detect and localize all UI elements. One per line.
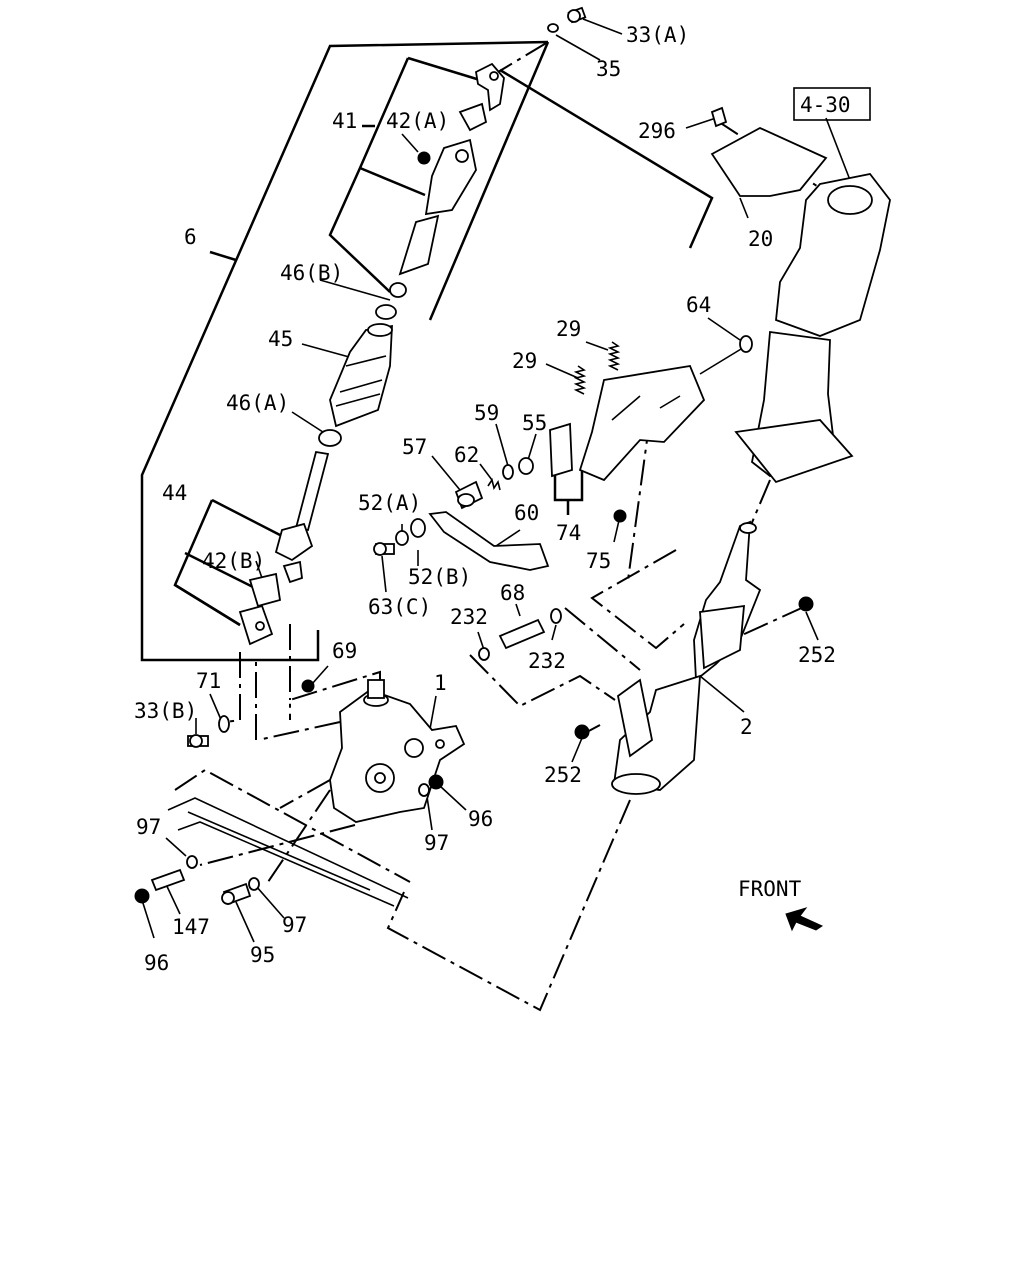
- callout-64[interactable]: 64: [686, 293, 711, 317]
- part-bolt-147[interactable]: [150, 868, 186, 892]
- callout-252-bottom[interactable]: 252: [544, 763, 582, 787]
- callout-96-left[interactable]: 96: [144, 951, 169, 975]
- part-washer-35[interactable]: [547, 23, 559, 33]
- callout-74[interactable]: 74: [556, 521, 581, 545]
- part-bolt-42a[interactable]: [417, 151, 431, 165]
- callout-232-a[interactable]: 232: [450, 605, 488, 629]
- part-bolt-95[interactable]: [221, 882, 252, 906]
- callout-29-left[interactable]: 29: [512, 349, 537, 373]
- part-bolt-296[interactable]: [710, 106, 728, 128]
- callout-labels: 33(A) 35 296 41 42(A) 6 20 46(B) 64 45 2…: [134, 23, 836, 975]
- part-bolt-33b[interactable]: [187, 734, 209, 748]
- part-bolt-75[interactable]: [613, 509, 627, 523]
- part-column-cover[interactable]: [734, 173, 891, 484]
- callout-44[interactable]: 44: [162, 481, 187, 505]
- part-nut-96-right[interactable]: [428, 774, 444, 790]
- callout-52b[interactable]: 52(B): [408, 565, 471, 589]
- part-bolt-63c[interactable]: [373, 542, 395, 556]
- part-steering-gear-1[interactable]: [329, 679, 466, 823]
- front-label: FRONT: [738, 877, 802, 901]
- callout-46a[interactable]: 46(A): [226, 391, 289, 415]
- part-upper-shaft-41[interactable]: [398, 138, 477, 276]
- callout-20[interactable]: 20: [748, 227, 773, 251]
- callout-6[interactable]: 6: [184, 225, 197, 249]
- callout-75[interactable]: 75: [586, 549, 611, 573]
- callout-33b[interactable]: 33(B): [134, 699, 197, 723]
- callout-57[interactable]: 57: [402, 435, 427, 459]
- part-lower-shaft-44[interactable]: [274, 450, 330, 562]
- callout-52a[interactable]: 52(A): [358, 491, 421, 515]
- part-clip-71[interactable]: [218, 715, 230, 733]
- callout-96-right[interactable]: 96: [468, 807, 493, 831]
- part-bolt-64[interactable]: [699, 335, 753, 375]
- leader-lines: [140, 40, 821, 1012]
- callout-63c[interactable]: 63(C): [368, 595, 431, 619]
- callout-42a[interactable]: 42(A): [386, 109, 449, 133]
- part-washer-52b[interactable]: [410, 518, 426, 538]
- callout-35[interactable]: 35: [596, 57, 621, 81]
- callout-2[interactable]: 2: [740, 715, 753, 739]
- callout-252-right[interactable]: 252: [798, 643, 836, 667]
- part-bolt-33a[interactable]: [567, 6, 587, 24]
- callout-97-a[interactable]: 97: [136, 815, 161, 839]
- callout-33a[interactable]: 33(A): [626, 23, 689, 47]
- callout-leaders: [141, 18, 851, 943]
- callout-29-top[interactable]: 29: [556, 317, 581, 341]
- callout-71[interactable]: 71: [196, 669, 221, 693]
- callout-42b[interactable]: 42(B): [202, 549, 265, 573]
- callout-147[interactable]: 147: [172, 915, 210, 939]
- part-washer-97-left[interactable]: [186, 855, 198, 869]
- front-indicator: FRONT: [738, 877, 824, 932]
- part-universal-joint-top[interactable]: [458, 62, 505, 132]
- callout-97-c[interactable]: 97: [282, 913, 307, 937]
- part-boot-45[interactable]: [329, 323, 393, 428]
- reference-box[interactable]: 4-30: [793, 87, 871, 121]
- part-tilt-bracket[interactable]: [578, 364, 706, 482]
- callout-69[interactable]: 69: [332, 639, 357, 663]
- part-nut-252-bottom[interactable]: [574, 724, 590, 740]
- callout-296[interactable]: 296: [638, 119, 676, 143]
- callout-55[interactable]: 55: [522, 411, 547, 435]
- part-washer-97-bottom[interactable]: [248, 877, 260, 891]
- callout-68[interactable]: 68: [500, 581, 525, 605]
- part-cover-20[interactable]: [710, 126, 828, 197]
- part-ring-46a[interactable]: [318, 429, 342, 447]
- callout-1[interactable]: 1: [434, 671, 447, 695]
- callout-232-b[interactable]: 232: [528, 649, 566, 673]
- callout-59[interactable]: 59: [474, 401, 499, 425]
- callout-62[interactable]: 62: [454, 443, 479, 467]
- part-spring-29[interactable]: [573, 341, 621, 395]
- part-washer-97-right[interactable]: [418, 783, 430, 797]
- callout-41[interactable]: 41: [332, 109, 357, 133]
- part-ring-46b[interactable]: [375, 282, 407, 320]
- part-pin-68[interactable]: [478, 608, 562, 661]
- callout-46b[interactable]: 46(B): [280, 261, 343, 285]
- part-washer-52a[interactable]: [395, 530, 409, 546]
- callout-95[interactable]: 95: [250, 943, 275, 967]
- part-nut-96-left[interactable]: [134, 888, 150, 904]
- callout-97-b[interactable]: 97: [424, 831, 449, 855]
- part-plate-74[interactable]: [549, 422, 573, 478]
- part-spring-62[interactable]: [487, 478, 501, 491]
- reference-box-label: 4-30: [800, 93, 851, 117]
- part-bolt-42b[interactable]: [282, 560, 303, 584]
- part-nut-252-right[interactable]: [798, 596, 814, 612]
- part-lever-60[interactable]: [428, 511, 550, 571]
- part-nut-69[interactable]: [301, 679, 315, 693]
- part-universal-joint-bottom[interactable]: [238, 572, 282, 646]
- part-steering-column-2[interactable]: [611, 520, 762, 795]
- part-washer-59[interactable]: [502, 464, 514, 480]
- callout-45[interactable]: 45: [268, 327, 293, 351]
- part-washer-55[interactable]: [518, 457, 534, 475]
- part-bushing-57[interactable]: [454, 480, 484, 510]
- callout-60[interactable]: 60: [514, 501, 539, 525]
- front-arrow-icon: [785, 907, 824, 932]
